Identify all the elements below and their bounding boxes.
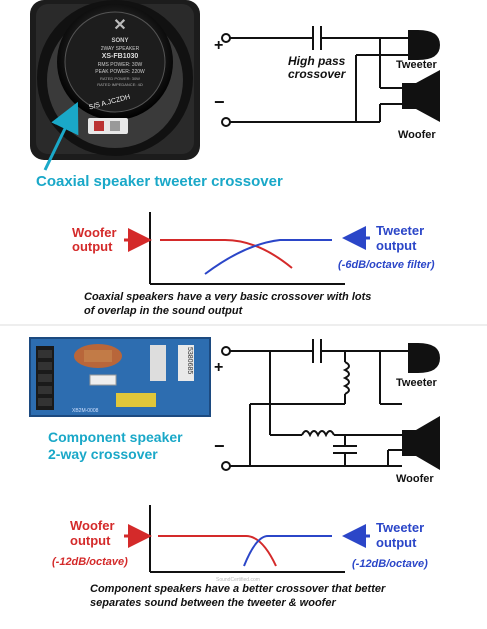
top-woofer-label: Woofer (398, 129, 436, 141)
woofer-response-curve (160, 239, 293, 269)
speaker-label-line1: 2WAY SPEAKER (101, 46, 140, 52)
component-desc-1: Component speakers have a better crossov… (90, 583, 386, 595)
bottom-woofer-response-curve (158, 535, 277, 567)
bottom-plus-label: + (214, 359, 223, 376)
woofer-icon (402, 70, 440, 122)
crossover-board-image: 5380685 XB2M-0008 (29, 337, 211, 417)
top-tweeter-output-2: output (376, 238, 417, 253)
bottom-woofer-icon (402, 416, 440, 470)
capacitor-icon (116, 393, 156, 407)
component-circuit (221, 339, 408, 471)
coaxial-circuit (221, 26, 408, 127)
top-minus-label: − (214, 92, 225, 112)
tweeter-icon (408, 30, 440, 60)
tweeter-response-curve (204, 239, 332, 275)
bottom-woofer-label: Woofer (396, 473, 434, 485)
coaxial-desc-2: of overlap in the sound output (84, 305, 244, 317)
component-desc-2: separates sound between the tweeter & wo… (90, 597, 336, 609)
component-caption-1: Component speaker (48, 429, 183, 445)
bottom-plus-terminal (221, 346, 231, 356)
tweeter-crossover-pointer (43, 101, 79, 171)
speaker-label-line4: PEAK POWER: 220W (95, 69, 145, 75)
component-response-graph (149, 505, 345, 573)
top-plus-label: + (214, 37, 223, 54)
watermark: SoundCertified.com (216, 577, 260, 583)
top-filter-note: (-6dB/octave filter) (338, 259, 435, 271)
top-tweeter-label: Tweeter (396, 59, 437, 71)
high-pass-label-2: crossover (288, 67, 347, 81)
bottom-tweeter-label: Tweeter (396, 377, 437, 389)
hp-inductor-coil (342, 361, 350, 395)
speaker-logo: ✕ (113, 17, 126, 34)
bottom-woofer-output-1: Woofer (70, 518, 115, 533)
coaxial-caption: Coaxial speaker tweeter crossover (36, 173, 283, 190)
speaker-label-line3: RMS POWER: 30W (98, 62, 143, 68)
high-pass-label-1: High pass (288, 54, 346, 68)
top-woofer-output-1: Woofer (72, 225, 117, 240)
bottom-tweeter-output-2: output (376, 535, 417, 550)
board-model: XB2M-0008 (72, 408, 99, 414)
resistor-icon (89, 374, 117, 386)
minus-terminal (221, 117, 231, 127)
bottom-woofer-output-2: output (70, 533, 111, 548)
coaxial-response-graph (149, 212, 345, 285)
bottom-woofer-note: (-12dB/octave) (52, 556, 128, 568)
bottom-minus-label: − (214, 436, 225, 456)
speaker-label-line2: XS-FB1030 (102, 53, 139, 60)
bottom-tweeter-output-1: Tweeter (376, 520, 424, 535)
speaker-brand: SONY (111, 38, 128, 44)
board-part-number: 5380685 (186, 347, 193, 374)
bottom-tweeter-icon (408, 343, 440, 373)
bottom-minus-terminal (221, 461, 231, 471)
top-woofer-output-2: output (72, 239, 113, 254)
lp-inductor-coil (301, 430, 335, 438)
speaker-label-line6: RATED IMPEDANCE: 4Ω (97, 82, 143, 87)
bottom-tweeter-note: (-12dB/octave) (352, 558, 428, 570)
coaxial-speaker-image: ✕ SONY 2WAY SPEAKER XS-FB1030 RMS POWER:… (30, 0, 200, 171)
component-caption-2: 2-way crossover (48, 446, 158, 462)
speaker-label-line5: RATED POWER: 30W (100, 76, 140, 81)
top-tweeter-output-1: Tweeter (376, 223, 424, 238)
coaxial-desc-1: Coaxial speakers have a very basic cross… (84, 291, 371, 303)
bottom-tweeter-response-curve (243, 535, 332, 567)
